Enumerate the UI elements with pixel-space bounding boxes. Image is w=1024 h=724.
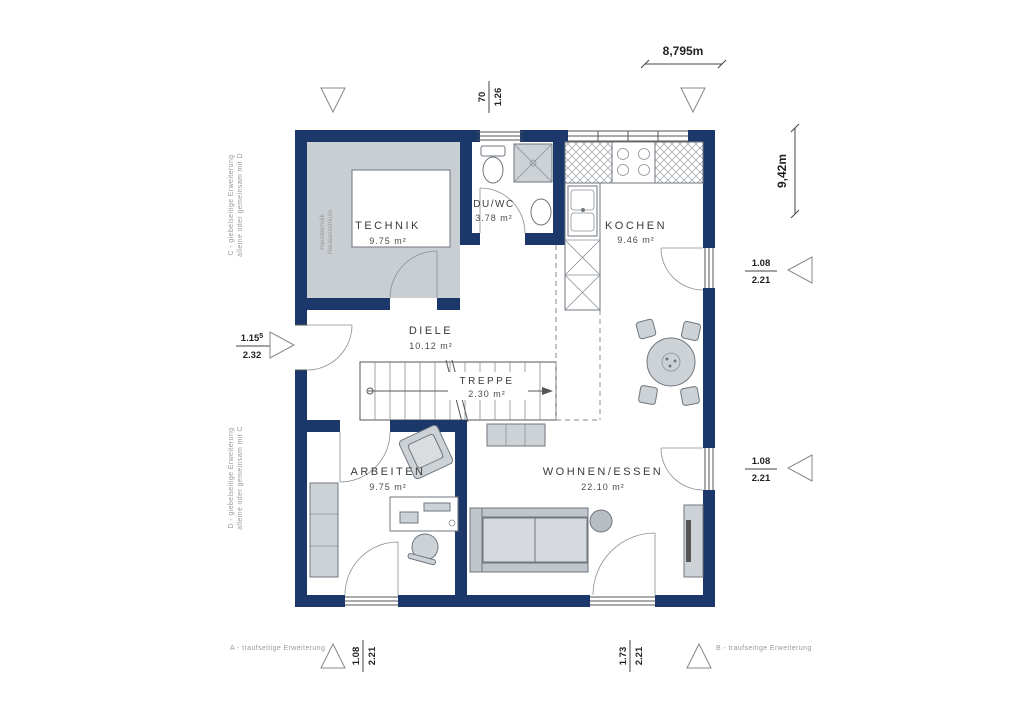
section-marker-bottom-right xyxy=(686,642,712,669)
shower xyxy=(513,143,553,183)
room-name-treppe: TREPPE xyxy=(459,376,514,387)
annotation-left-bottom-line2: alleine oder gemeinsam mit C xyxy=(237,426,244,530)
section-marker-left xyxy=(269,331,296,359)
annotation-bottom-left: A - traufseitige Erweiterung xyxy=(230,645,325,652)
walls xyxy=(295,130,715,607)
bottom-terrace-door xyxy=(592,532,656,596)
section-marker-bottom-left xyxy=(320,642,346,669)
bottom-left-num: 1.08 xyxy=(351,647,362,666)
dimension-top-window: 70 1.26 xyxy=(477,81,504,113)
room-area-treppe: 2.30 m² xyxy=(468,389,506,399)
office-chair xyxy=(407,533,439,566)
dimension-left-entrance: 1.155 2.32 xyxy=(236,333,270,361)
desk xyxy=(389,496,459,532)
toilet xyxy=(480,145,506,184)
left-entrance-num-sup: 5 xyxy=(259,333,263,340)
room-name-technik: TECHNIK xyxy=(355,220,421,232)
annotation-bottom-right: B - traufseitige Erweiterung xyxy=(716,645,812,652)
section-markers xyxy=(269,87,813,669)
room-name-arbeiten: ARBEITEN xyxy=(350,466,425,478)
section-marker-top-left xyxy=(320,87,346,114)
overall-width-label: 8,795m xyxy=(663,44,704,58)
annotation-left-bottom-line1: D - giebelseitige Erweiterung xyxy=(228,427,235,528)
bottom-right-den: 2.21 xyxy=(634,646,645,665)
room-name-kochen: KOCHEN xyxy=(605,220,667,232)
dining-chair xyxy=(680,386,700,406)
wohnen-terrace-door xyxy=(660,447,704,491)
dimension-right-lower: 1.08 2.21 xyxy=(745,456,777,484)
right-upper-den: 2.21 xyxy=(752,275,771,286)
stair-direction-arrow xyxy=(542,387,553,395)
sofa xyxy=(469,507,589,573)
section-marker-right-upper xyxy=(786,256,813,284)
room-name-wohnen: WOHNEN/ESSEN xyxy=(543,466,663,478)
technik-equipment xyxy=(351,169,451,248)
dimension-right-upper: 1.08 2.21 xyxy=(745,258,777,286)
kitchen-terrace-door xyxy=(660,247,704,291)
right-lower-num: 1.08 xyxy=(752,456,771,467)
dimension-bottom-right: 1.73 2.21 xyxy=(618,640,645,672)
treppe-label-bg xyxy=(448,372,528,400)
bottom-left-den: 2.21 xyxy=(367,646,378,665)
kitchen-sink xyxy=(567,185,598,237)
right-lower-den: 2.21 xyxy=(752,473,771,484)
lounge-chair xyxy=(398,424,454,480)
furniture xyxy=(309,141,704,578)
dashed-ceiling-lines xyxy=(555,245,601,421)
dining-chair xyxy=(680,320,702,342)
side-table xyxy=(589,509,613,533)
tv-board xyxy=(683,504,704,578)
room-area-wohnen: 22.10 m² xyxy=(581,482,625,492)
overall-height-label: 9,42m xyxy=(775,154,789,188)
annotation-left-top-line2: alleine oder gemeinsam mit D xyxy=(237,153,244,257)
stove xyxy=(611,141,656,184)
section-marker-top-right xyxy=(680,87,706,114)
entrance-door xyxy=(306,324,353,371)
arbeiten-window-door xyxy=(344,541,399,596)
room-area-arbeiten: 9.75 m² xyxy=(369,482,407,492)
office-shelf xyxy=(309,482,339,578)
sideboard xyxy=(486,423,546,447)
dining-table xyxy=(635,318,702,406)
left-entrance-num: 1.155 xyxy=(241,333,264,344)
doors xyxy=(306,187,704,596)
annotation-left-top-line1: C - giebelseitige Erweiterung xyxy=(228,154,235,255)
dimension-bottom-left: 1.08 2.21 xyxy=(351,640,378,672)
left-entrance-num-main: 1.15 xyxy=(241,333,260,344)
room-area-diele: 10.12 m² xyxy=(409,341,453,351)
technik-note-line1: Haustechnik xyxy=(319,213,326,250)
kitchen-counter xyxy=(564,141,704,311)
room-name-diele: DIELE xyxy=(409,325,453,337)
technik-note: Haustechnik Hausanschluss xyxy=(319,209,334,254)
duwc-door xyxy=(479,187,526,234)
room-labels: TECHNIK 9.75 m² DU/WC 3.78 m² KOCHEN 9.4… xyxy=(350,199,667,492)
annotation-left-top: C - giebelseitige Erweiterung alleine od… xyxy=(228,153,244,257)
bottom-right-num: 1.73 xyxy=(618,647,629,666)
room-name-duwc: DU/WC xyxy=(473,199,514,210)
dimension-overall-width: 8,795m xyxy=(640,44,727,69)
top-window-num: 70 xyxy=(477,92,488,103)
left-entrance-den: 2.32 xyxy=(243,350,262,361)
right-upper-num: 1.08 xyxy=(752,258,771,269)
bathroom-sink xyxy=(530,198,552,226)
top-window-den: 1.26 xyxy=(493,88,504,107)
windows xyxy=(295,130,714,606)
arbeiten-door xyxy=(339,431,391,483)
section-marker-right-lower xyxy=(786,454,813,482)
dimension-overall-height: 9,42m xyxy=(775,123,800,219)
annotation-left-bottom: D - giebelseitige Erweiterung alleine od… xyxy=(228,426,244,530)
dining-chair xyxy=(638,385,658,405)
dining-chair xyxy=(635,318,657,340)
technik-note-line2: Hausanschluss xyxy=(327,209,334,254)
room-area-kochen: 9.46 m² xyxy=(617,235,655,245)
room-area-technik: 9.75 m² xyxy=(369,236,407,246)
room-area-duwc: 3.78 m² xyxy=(475,213,513,223)
technik-door xyxy=(389,250,438,299)
